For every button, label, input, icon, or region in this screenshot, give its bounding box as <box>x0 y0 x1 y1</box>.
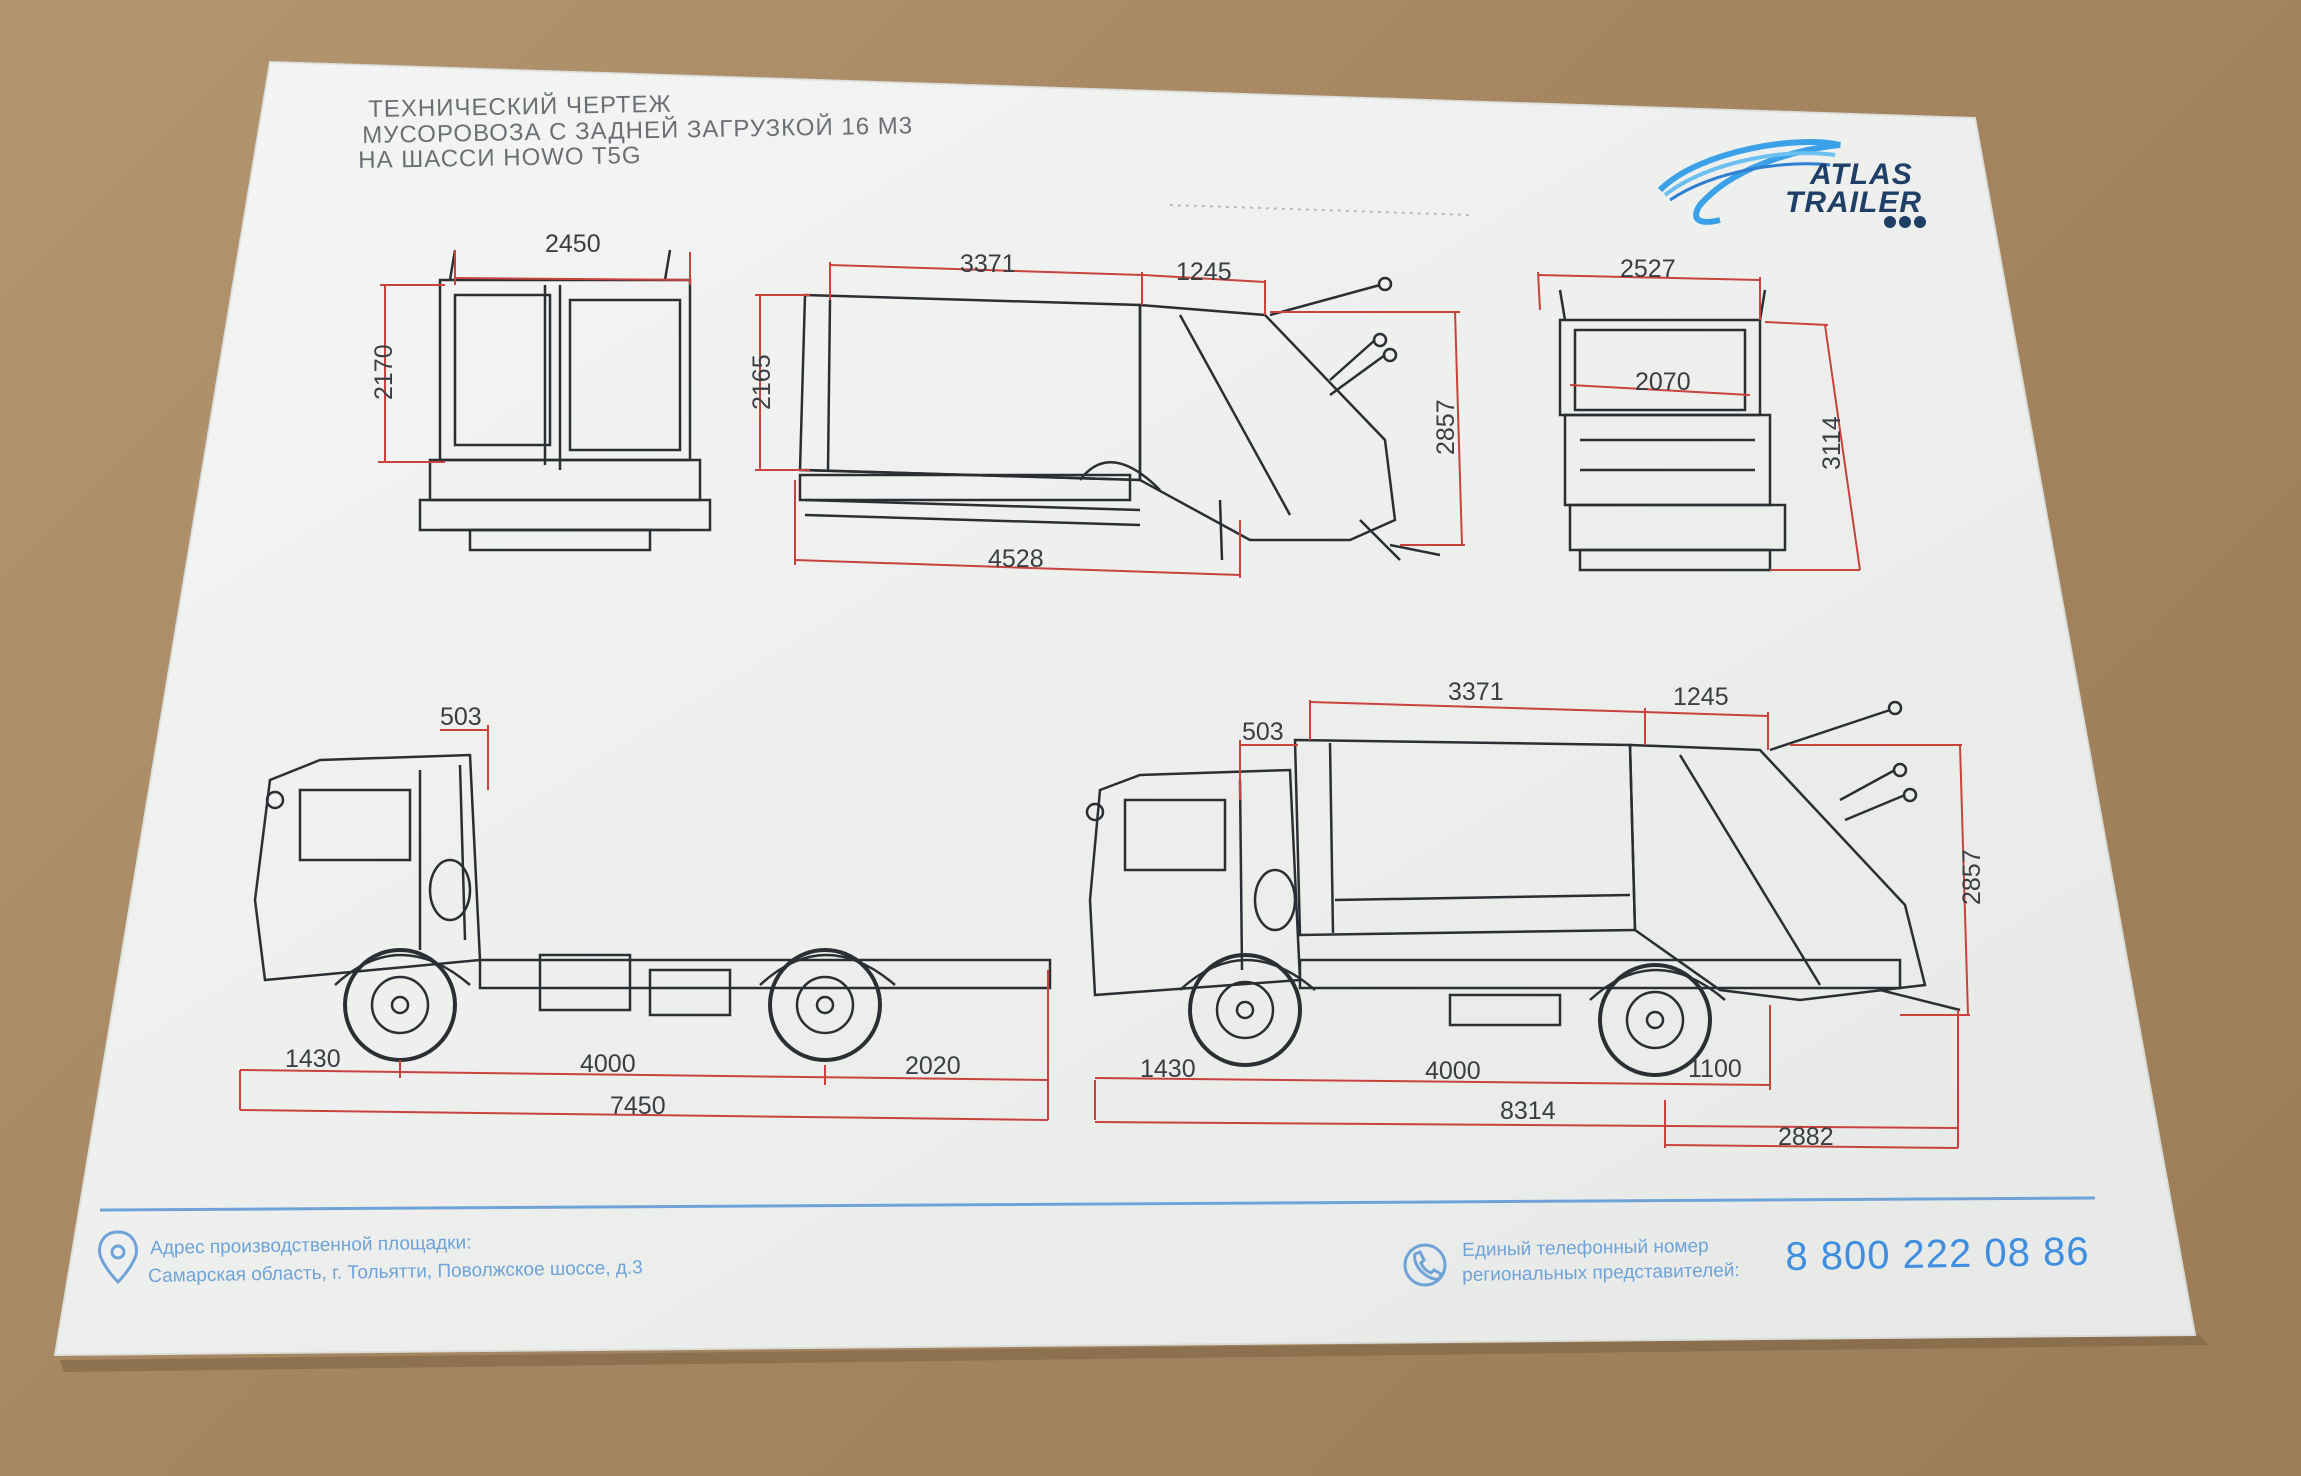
dim-truck-wheelbase: 4000 <box>1425 1057 1481 1085</box>
dim-front-height: 3114 <box>1818 416 1846 470</box>
phone-number[interactable]: 8 800 222 08 86 <box>1785 1229 2090 1279</box>
dim-tailgate-length: 1245 <box>1176 258 1232 286</box>
front-view-dims <box>1537 271 1861 571</box>
dim-front-width: 2527 <box>1620 255 1676 283</box>
logo-text-atlas: ATLAS <box>1810 158 1913 191</box>
dim-truck-body-length: 3371 <box>1448 678 1504 706</box>
location-pin-icon <box>98 1230 138 1285</box>
chassis-dims <box>239 725 1049 1121</box>
footer-divider <box>99 1196 2096 1212</box>
dim-rear-height: 2170 <box>370 344 398 400</box>
front-view-drawing <box>1558 289 1787 572</box>
title-line-3: НА ШАССИ HOWO T5G <box>358 142 642 174</box>
dim-chassis-cab-gap: 503 <box>440 703 482 731</box>
atlas-trailer-logo <box>1657 139 1926 228</box>
dim-truck-tailgate-height: 2857 <box>1958 849 1986 905</box>
logo-text-trailer: TRAILER <box>1785 186 1922 219</box>
truck-drawing <box>1085 700 1961 1077</box>
dim-truck-front-overhang: 1430 <box>1140 1055 1196 1083</box>
rear-view-dims <box>378 250 691 463</box>
dim-truck-rear-overhang: 2882 <box>1778 1123 1834 1151</box>
truck-dims <box>1094 700 1970 1149</box>
dim-body-total-length: 4528 <box>988 545 1044 573</box>
side-body-drawing <box>798 276 1441 561</box>
dim-tailgate-height: 2857 <box>1432 399 1460 455</box>
dim-front-inner-width: 2070 <box>1635 368 1691 396</box>
dim-chassis-wheelbase: 4000 <box>580 1050 636 1078</box>
dim-truck-cab-gap: 503 <box>1242 718 1284 746</box>
side-body-dims <box>755 262 1465 578</box>
phone-icon <box>1403 1243 1447 1287</box>
dim-truck-tailgate-length: 1245 <box>1673 683 1729 711</box>
rear-view-drawing <box>418 249 712 552</box>
dim-body-length: 3371 <box>960 250 1016 278</box>
dim-truck-total: 8314 <box>1500 1097 1556 1125</box>
dim-chassis-total: 7450 <box>610 1092 666 1120</box>
dim-chassis-rear-overhang: 2020 <box>905 1052 961 1080</box>
dim-rear-width: 2450 <box>545 230 601 258</box>
dim-body-height: 2165 <box>748 354 776 410</box>
dim-chassis-front-overhang: 1430 <box>285 1045 341 1073</box>
phone-label-1: Единый телефонный номер <box>1462 1235 1709 1261</box>
dim-truck-rear-axle: 1100 <box>1688 1055 1742 1083</box>
